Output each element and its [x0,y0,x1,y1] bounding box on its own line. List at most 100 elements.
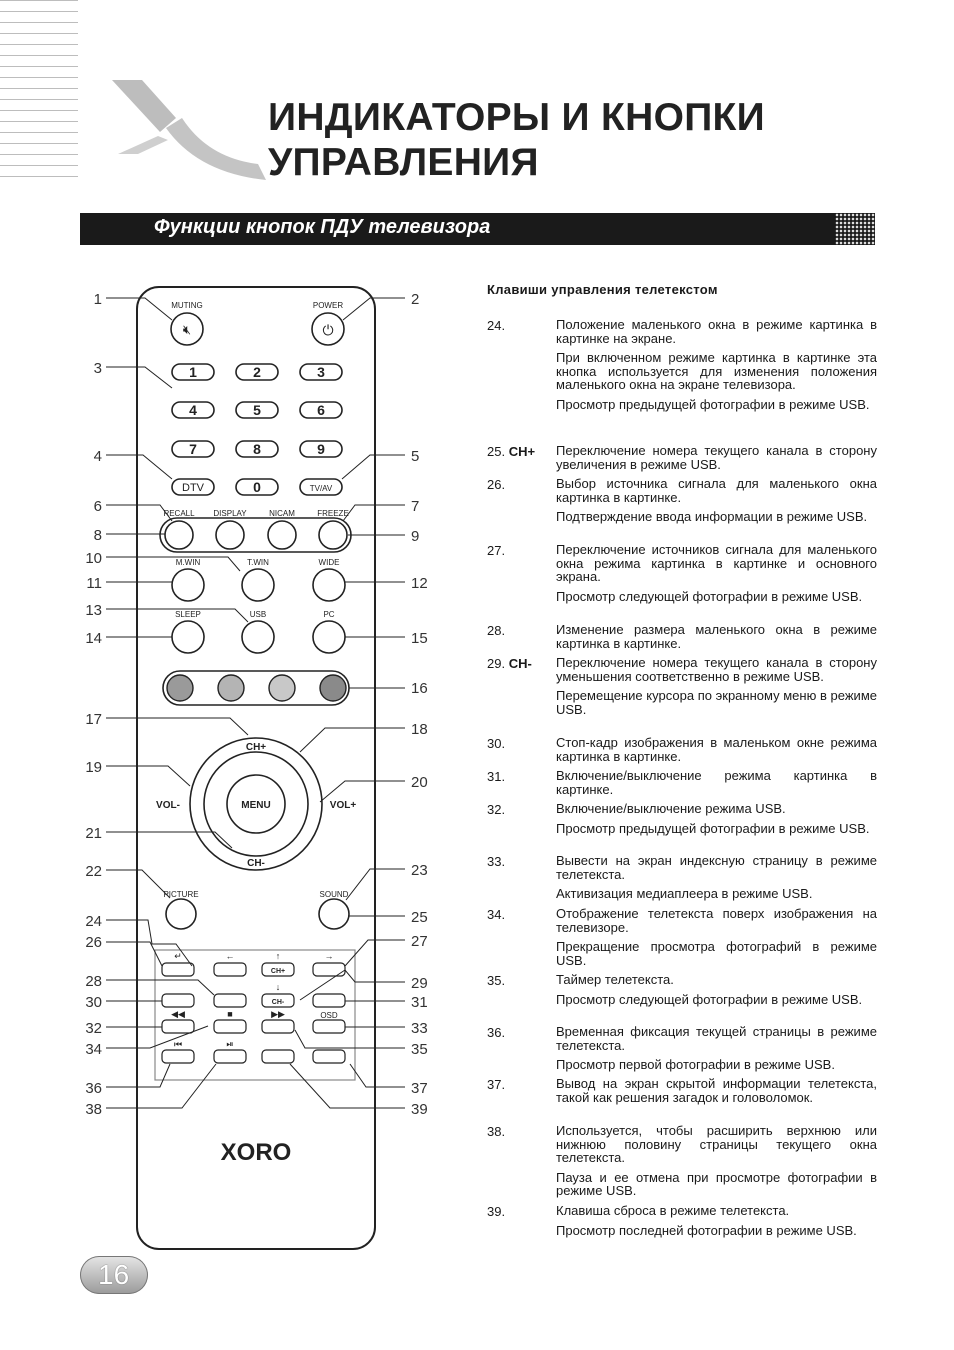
digit-6-button[interactable] [299,401,343,419]
tt-glyph-arrow-left: ← [226,951,235,961]
mwin-button[interactable] [171,568,205,602]
tt-btn-34[interactable] [213,1019,247,1034]
tt-glyph-arrow-enter: ↵ [174,951,182,961]
callout-19: 19 [85,759,102,776]
entry-paragraph: Отображение телетекста поверх изображени… [556,906,877,935]
teletext-entry: 38.Используется, чтобы расширить верхнюю… [487,1124,877,1198]
callout-39: 39 [411,1101,428,1118]
entry-number-value: 35. [487,973,506,988]
entry-paragraph: При включенном режиме картинка в картинк… [556,350,877,393]
nicam-button[interactable] [267,520,297,550]
callout-33: 33 [411,1020,428,1037]
tt-btn-30[interactable] [161,993,195,1008]
teletext-heading: Клавиши управления телетекстом [487,282,718,297]
decorative-stripes [0,0,78,184]
tt-btn-38[interactable] [213,1049,247,1064]
page-title-line1: ИНДИКАТОРЫ И КНОПКИ [268,96,765,139]
callout-32: 32 [85,1020,102,1037]
ch-minus-label: CH- [247,858,265,869]
callout-27: 27 [411,933,428,950]
callout-31: 31 [411,994,428,1011]
digit-1-button[interactable] [171,363,215,381]
tt-btn-31[interactable] [312,993,346,1008]
ch-plus-label: CH+ [246,742,266,753]
callout-4: 4 [94,448,102,465]
sound-button[interactable] [318,898,350,930]
entry-paragraph: Временная фиксация текущей страницы в ре… [556,1024,877,1053]
page-title-line2: УПРАВЛЕНИЯ [268,141,539,184]
color-key-1[interactable] [166,674,194,702]
digit-5-label: 5 [253,402,261,418]
dtv-button[interactable] [171,478,215,496]
picture-button[interactable] [165,898,197,930]
entry-number-value: 38. [487,1124,506,1139]
digit-7-button[interactable] [171,440,215,458]
callout-22: 22 [85,863,102,880]
tt-btn-ch-plus[interactable] [261,962,295,977]
digit-4-button[interactable] [171,401,215,419]
mute-button[interactable] [170,312,204,346]
sleep-button[interactable] [171,620,205,654]
pc-label: PC [323,610,334,619]
tt-btn-33[interactable] [312,1019,346,1034]
tt-btn-36[interactable] [161,1049,195,1064]
entry-paragraph: Прекращение просмотра фотографий в режим… [556,939,877,968]
usb-button[interactable] [241,620,275,654]
digit-9-button[interactable] [299,440,343,458]
color-key-3[interactable] [268,674,296,702]
callout-6: 6 [94,498,102,515]
wide-button[interactable] [312,568,346,602]
page-number-badge: 16 [80,1256,148,1294]
tt-btn-39[interactable] [261,1049,295,1064]
color-key-4[interactable] [319,674,347,702]
entry-paragraph: Вывод на экран скрытой информации телете… [556,1076,877,1105]
callout-1: 1 [94,291,102,308]
teletext-entry: 28.Изменение размера маленького окна в р… [487,623,877,650]
tt-btn-ch-minus[interactable] [261,993,295,1008]
digit-3-button[interactable] [299,363,343,381]
entry-paragraph: Включение/выключение режима картинка в к… [556,768,877,797]
entry-number-value: 37. [487,1077,506,1092]
mwin-label: M.WIN [176,558,201,567]
tt-btn-24[interactable] [161,962,195,977]
tt-btn-26[interactable] [213,962,247,977]
teletext-entry: 24.Положение маленького окна в режиме ка… [487,318,877,412]
tt-btn-37[interactable] [312,1049,346,1064]
teletext-entry: 26.Выбор источника сигнала для маленьког… [487,477,877,524]
tt-btn-27[interactable] [312,962,346,977]
recall-button[interactable] [164,520,194,550]
entry-paragraph: Выбор источника сигнала для маленького о… [556,476,877,505]
digit-0-button[interactable] [235,478,279,496]
entry-number-value: 32. [487,802,506,817]
tt-btn-28[interactable] [213,993,247,1008]
digit-8-button[interactable] [235,440,279,458]
remote-buttons [159,312,352,706]
freeze-button[interactable] [318,520,348,550]
color-key-2[interactable] [217,674,245,702]
display-button[interactable] [215,520,245,550]
callout-37: 37 [411,1080,428,1097]
callout-7: 7 [411,498,419,515]
callout-30: 30 [85,994,102,1011]
teletext-entry: 31.Включение/выключение режима картинка … [487,769,877,796]
pc-button[interactable] [312,620,346,654]
page-number: 16 [98,1259,130,1290]
entry-number: 29. CH- [487,656,532,671]
tt-btn-35[interactable] [261,1019,295,1034]
entry-number: 33. [487,854,505,869]
digit-2-button[interactable] [235,363,279,381]
freeze-label: FREEZE [317,509,349,518]
twin-button[interactable] [241,568,275,602]
entry-paragraph: Активизация медиаплеера в режиме USB. [556,886,813,902]
digit-5-button[interactable] [235,401,279,419]
entry-paragraph: Просмотр предыдущей фотографии в режиме … [556,396,870,412]
menu-button[interactable] [226,774,286,834]
entry-paragraph: Переключение номера текущего канала в ст… [556,443,877,472]
entry-number-value: 24. [487,318,506,333]
tt-btn-32[interactable] [161,1019,195,1034]
tvav-button[interactable] [299,478,343,496]
tt-glyph-arrow-up: ↑ [276,951,281,961]
power-button[interactable] [311,312,345,346]
callout-35: 35 [411,1041,428,1058]
teletext-entry: 30.Стоп-кадр изображения в маленьком окн… [487,736,877,763]
